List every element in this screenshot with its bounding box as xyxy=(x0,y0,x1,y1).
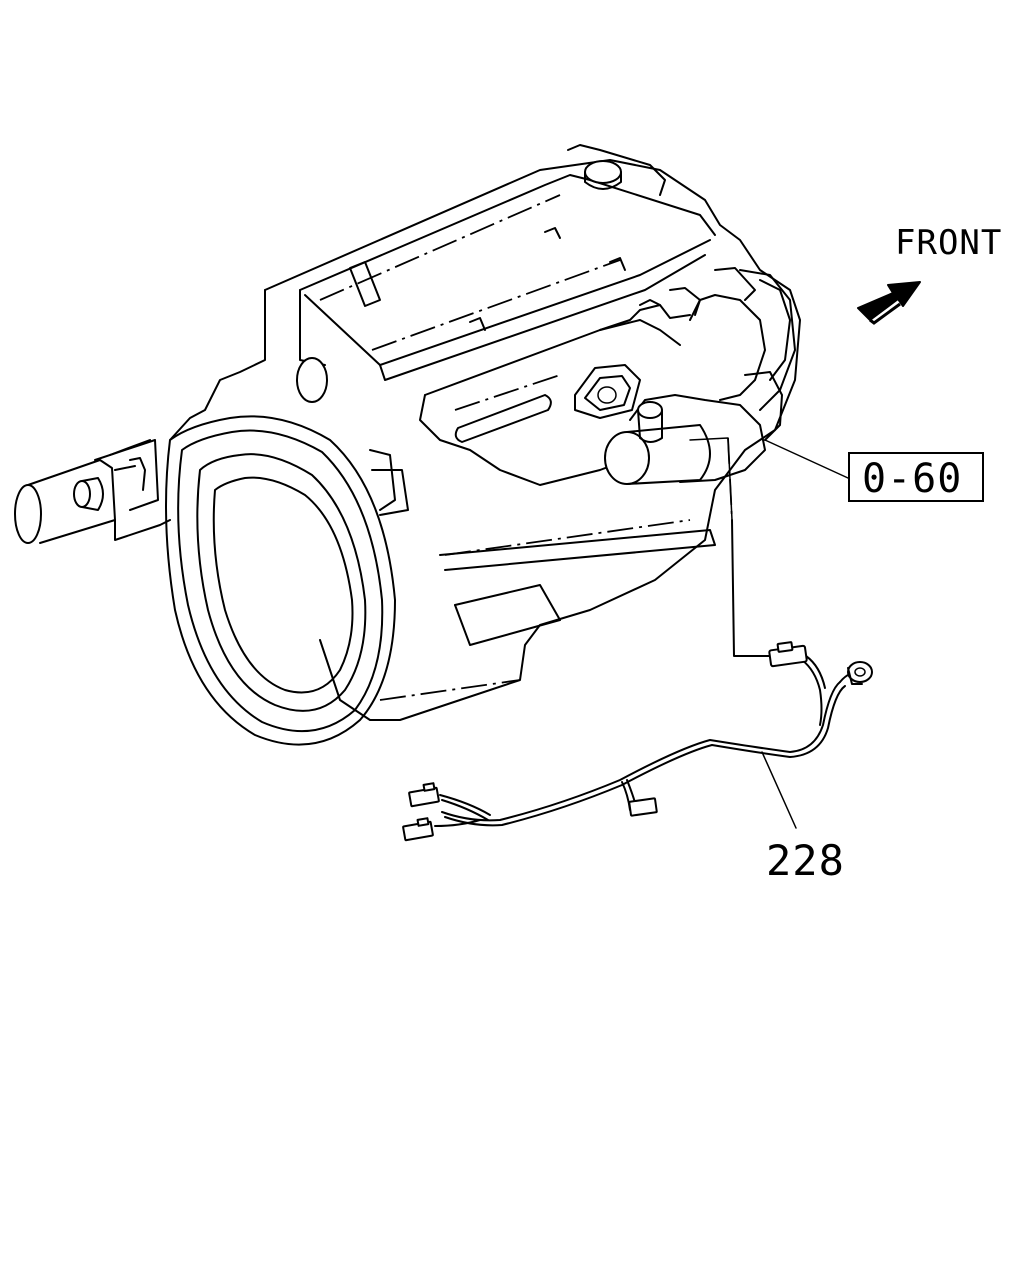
wiring-harness xyxy=(402,641,873,842)
reference-box xyxy=(848,452,984,502)
pto-shaft xyxy=(14,439,171,544)
harness-connector-middle xyxy=(628,797,658,817)
part-number-label: 228 xyxy=(766,836,845,885)
front-direction-arrow-icon xyxy=(857,281,921,325)
flywheel-housing xyxy=(165,415,396,746)
round-sensor xyxy=(847,661,873,685)
engine-block xyxy=(169,144,801,721)
harness-connector-left-lower xyxy=(402,820,434,842)
harness-connector-left-upper xyxy=(408,786,440,808)
front-label: FRONT xyxy=(895,223,1003,263)
leader-lines xyxy=(689,437,849,829)
reference-label: 0-60 xyxy=(862,456,963,502)
